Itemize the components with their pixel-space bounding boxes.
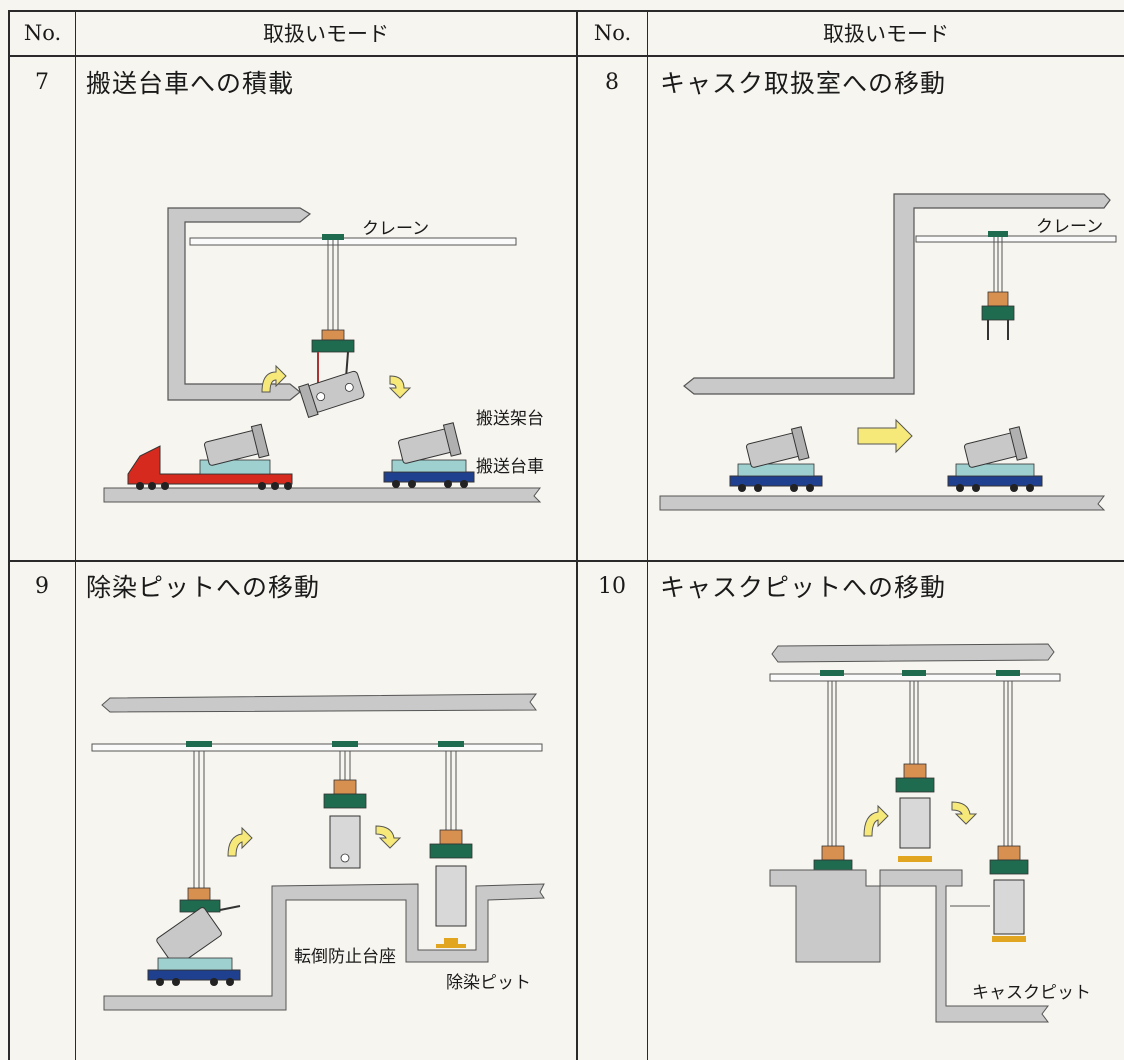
table-border-top xyxy=(8,10,1124,12)
col-divider-right xyxy=(647,10,648,1060)
transport-cart-end xyxy=(947,426,1043,492)
panel-7-title: 搬送台車への積載 xyxy=(86,69,295,98)
cask-lifted xyxy=(298,370,365,419)
curved-arrow-down xyxy=(951,801,978,825)
ceiling-slab xyxy=(101,693,538,713)
floor-and-pit xyxy=(103,883,545,1011)
transport-cart-start xyxy=(729,426,823,492)
cask-in-pit xyxy=(429,829,473,948)
panel-10-number: 10 xyxy=(598,574,626,599)
header-divider xyxy=(8,55,1124,57)
curved-arrow-down xyxy=(388,375,412,399)
panel-10-label-pit: キャスクピット xyxy=(972,983,1091,1003)
floor-slab xyxy=(659,495,1106,511)
lifting-yoke xyxy=(981,291,1015,340)
straight-arrow-right xyxy=(857,418,913,454)
row-divider xyxy=(8,560,1124,562)
panel-7-label-cart: 搬送台車 xyxy=(476,457,544,477)
panel-9-label-pedestal: 転倒防止台座 xyxy=(294,947,396,967)
header-mode-right: 取扱いモード xyxy=(823,22,949,46)
panel-7-number: 7 xyxy=(35,70,49,95)
panel-10-title: キャスクピットへの移動 xyxy=(660,573,947,602)
header-mode-left: 取扱いモード xyxy=(263,22,389,46)
col-divider-left xyxy=(75,10,76,1060)
floor-and-pits xyxy=(769,869,1049,1023)
crane-girder xyxy=(915,235,1117,243)
hoist-cables xyxy=(993,237,1003,292)
crane-trolleys xyxy=(820,670,1020,676)
header-no-right: No. xyxy=(593,21,632,45)
table-border-left xyxy=(8,10,10,1060)
cask-tilted-on-cart xyxy=(147,887,241,986)
floor-slab xyxy=(103,487,542,503)
curved-arrow-up xyxy=(227,826,253,857)
header-no-left: No. xyxy=(23,21,62,45)
crane-girder xyxy=(91,743,543,752)
col-divider-middle xyxy=(576,10,578,1060)
panel-7-label-frame: 搬送架台 xyxy=(476,409,544,429)
building-structure xyxy=(683,193,1111,395)
cask-upright-lifted xyxy=(323,779,367,869)
ceiling-slab xyxy=(771,643,1055,663)
building-structure xyxy=(167,207,312,401)
curved-arrow-down xyxy=(375,825,402,849)
transport-cart xyxy=(383,422,475,488)
panel-8-title: キャスク取扱室への移動 xyxy=(660,69,947,98)
hoist-cables xyxy=(193,751,457,888)
curved-arrow-up xyxy=(863,804,889,837)
cask-lifted-middle xyxy=(895,763,935,862)
hoist-cables xyxy=(827,681,1013,846)
transport-truck xyxy=(127,423,293,490)
panel-9-title: 除染ピットへの移動 xyxy=(86,573,321,602)
hoist-cables xyxy=(327,240,339,330)
panel-9-number: 9 xyxy=(35,574,49,599)
panel-9-label-pit: 除染ピット xyxy=(446,973,531,993)
crane-trolley xyxy=(322,234,344,240)
curved-arrow-up xyxy=(261,364,287,393)
panel-8-label-crane: クレーン xyxy=(1036,217,1104,237)
cask-in-pool-right xyxy=(989,845,1029,942)
crane-trolley xyxy=(988,231,1008,237)
panel-8-number: 8 xyxy=(605,70,619,95)
panel-7-label-crane: クレーン xyxy=(362,219,430,239)
crane-girder xyxy=(189,237,517,246)
crane-trolleys xyxy=(186,741,464,747)
